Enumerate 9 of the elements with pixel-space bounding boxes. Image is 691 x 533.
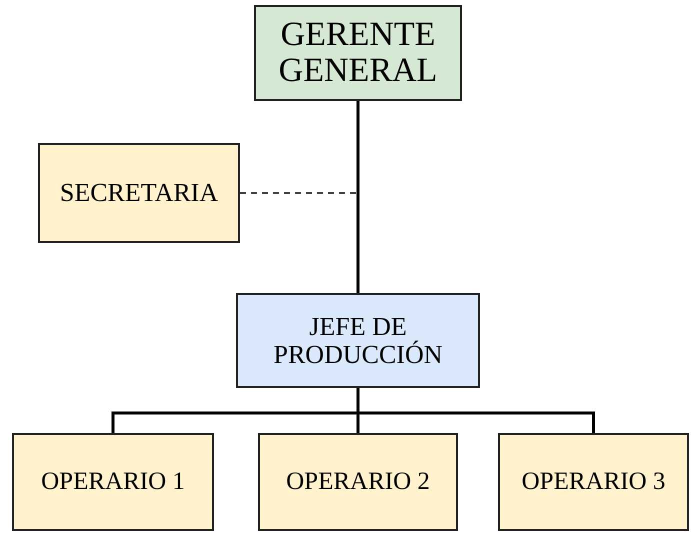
connector-line — [356, 101, 360, 293]
org-box: GERENTE GENERAL — [254, 5, 462, 101]
org-box: SECRETARIA — [38, 143, 240, 243]
org-box: OPERARIO 2 — [258, 433, 458, 531]
connector-line — [356, 388, 595, 433]
org-box: OPERARIO 1 — [12, 433, 214, 531]
org-box: JEFE DE PRODUCCIÓN — [236, 293, 480, 388]
org-box: OPERARIO 3 — [498, 433, 689, 531]
dashed-connector — [240, 101, 359, 194]
